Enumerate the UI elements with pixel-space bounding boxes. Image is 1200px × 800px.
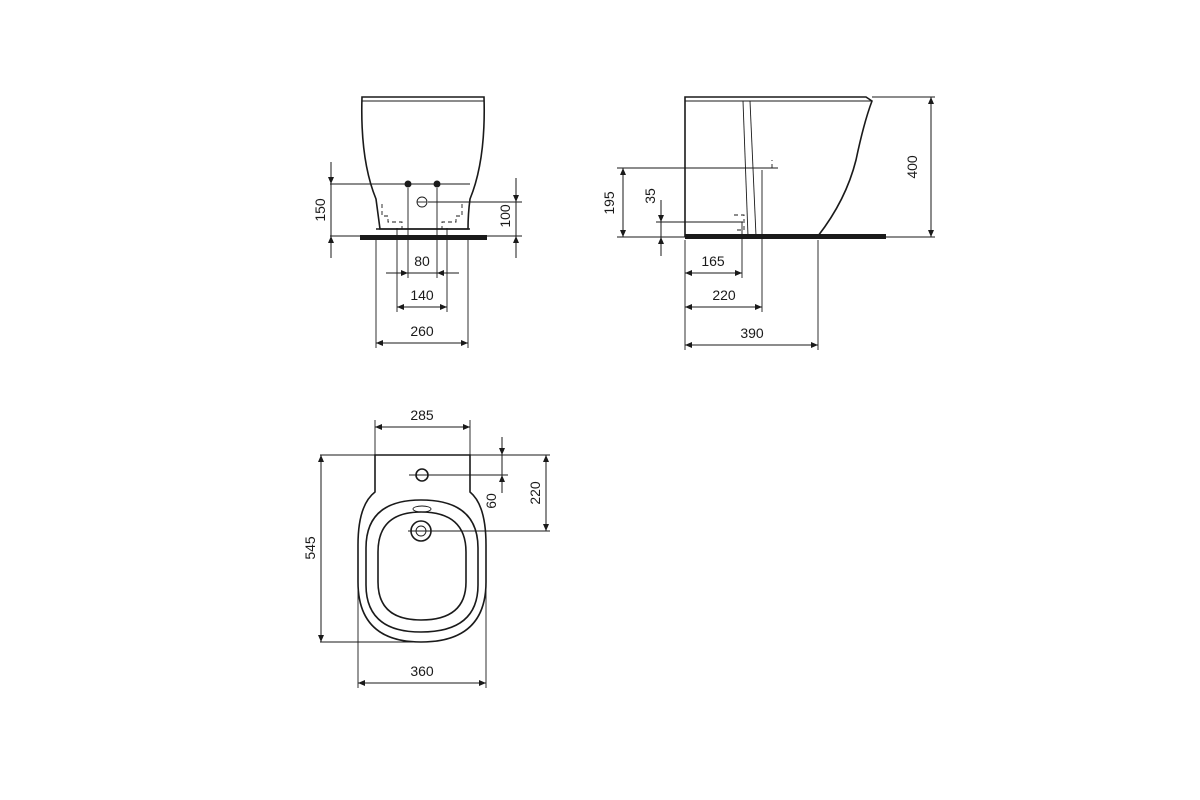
dim-side-base-depth: 390 [740, 325, 764, 341]
dim-top-total-width: 360 [410, 663, 434, 679]
hidden-supply-pipe [758, 160, 773, 169]
dim-side-supply-depth: 220 [712, 287, 736, 303]
dim-front-fixing-spacing: 140 [410, 287, 434, 303]
dim-front-base-width: 260 [410, 323, 434, 339]
front-view: 150 100 80 140 260 [312, 96, 522, 348]
dim-side-waste-depth: 165 [701, 253, 725, 269]
dim-top-rear-width: 285 [410, 407, 434, 423]
front-body-outline [360, 96, 486, 230]
hidden-waste-pipe [734, 214, 745, 231]
fixing-bracket-left [381, 204, 403, 229]
side-body-outline [684, 96, 873, 237]
dim-front-hole-spacing: 80 [414, 253, 430, 269]
overflow-slot [412, 505, 432, 513]
dim-side-waste-height: 35 [642, 188, 658, 204]
top-outer-outline [357, 454, 487, 643]
side-base-plate [685, 234, 886, 239]
side-view: 400 195 35 165 220 390 [601, 96, 935, 350]
front-base-plate [360, 235, 487, 240]
top-view: 285 60 220 545 360 [302, 407, 550, 688]
dim-side-total-height: 400 [904, 155, 920, 179]
dim-front-height-right: 100 [497, 204, 513, 228]
dim-top-waste-depth: 220 [527, 481, 543, 505]
fixing-bracket-right [441, 204, 463, 229]
dim-top-total-length: 545 [302, 536, 318, 560]
dim-top-tap-hole-depth: 60 [483, 493, 499, 509]
dim-front-height-left: 150 [312, 198, 328, 222]
bowl-outline [377, 511, 467, 621]
dim-side-supply-height: 195 [601, 191, 617, 215]
top-inner-rim [365, 499, 479, 633]
